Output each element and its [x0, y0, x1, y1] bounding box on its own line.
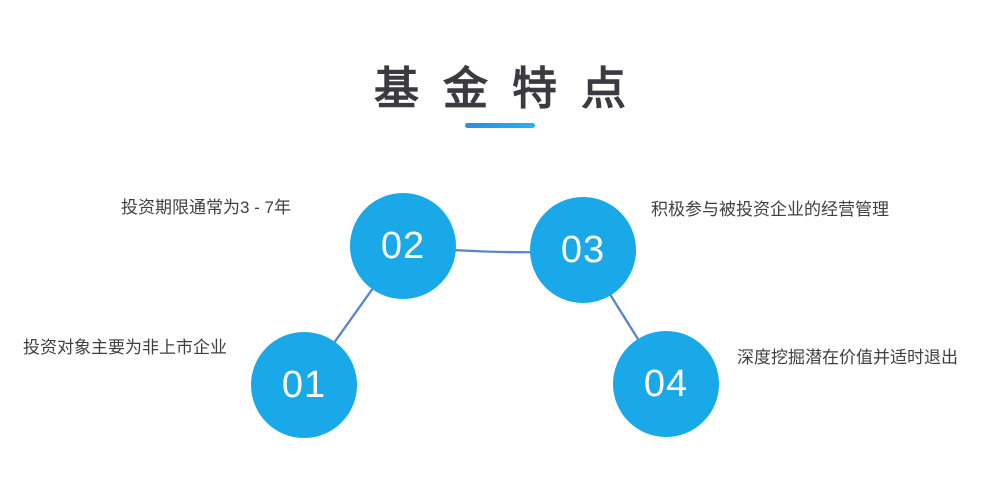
step-circle-02: 02: [350, 193, 456, 299]
page-title: 基金特点: [373, 63, 650, 114]
step-number-03: 03: [560, 229, 606, 271]
step-number-01: 01: [281, 364, 327, 406]
step-circle-01: 01: [251, 332, 357, 438]
step-label-03: 积极参与被投资企业的经营管理: [651, 200, 889, 219]
step-number-04: 04: [643, 363, 689, 405]
step-circle-03: 03: [530, 197, 636, 303]
title-underline: [465, 123, 535, 128]
step-label-01: 投资对象主要为非上市企业: [23, 338, 227, 357]
step-circle-04: 04: [613, 331, 719, 437]
step-label-02: 投资期限通常为3 - 7年: [121, 198, 292, 217]
step-number-02: 02: [380, 225, 426, 267]
step-label-04: 深度挖掘潜在价值并适时退出: [737, 348, 958, 367]
